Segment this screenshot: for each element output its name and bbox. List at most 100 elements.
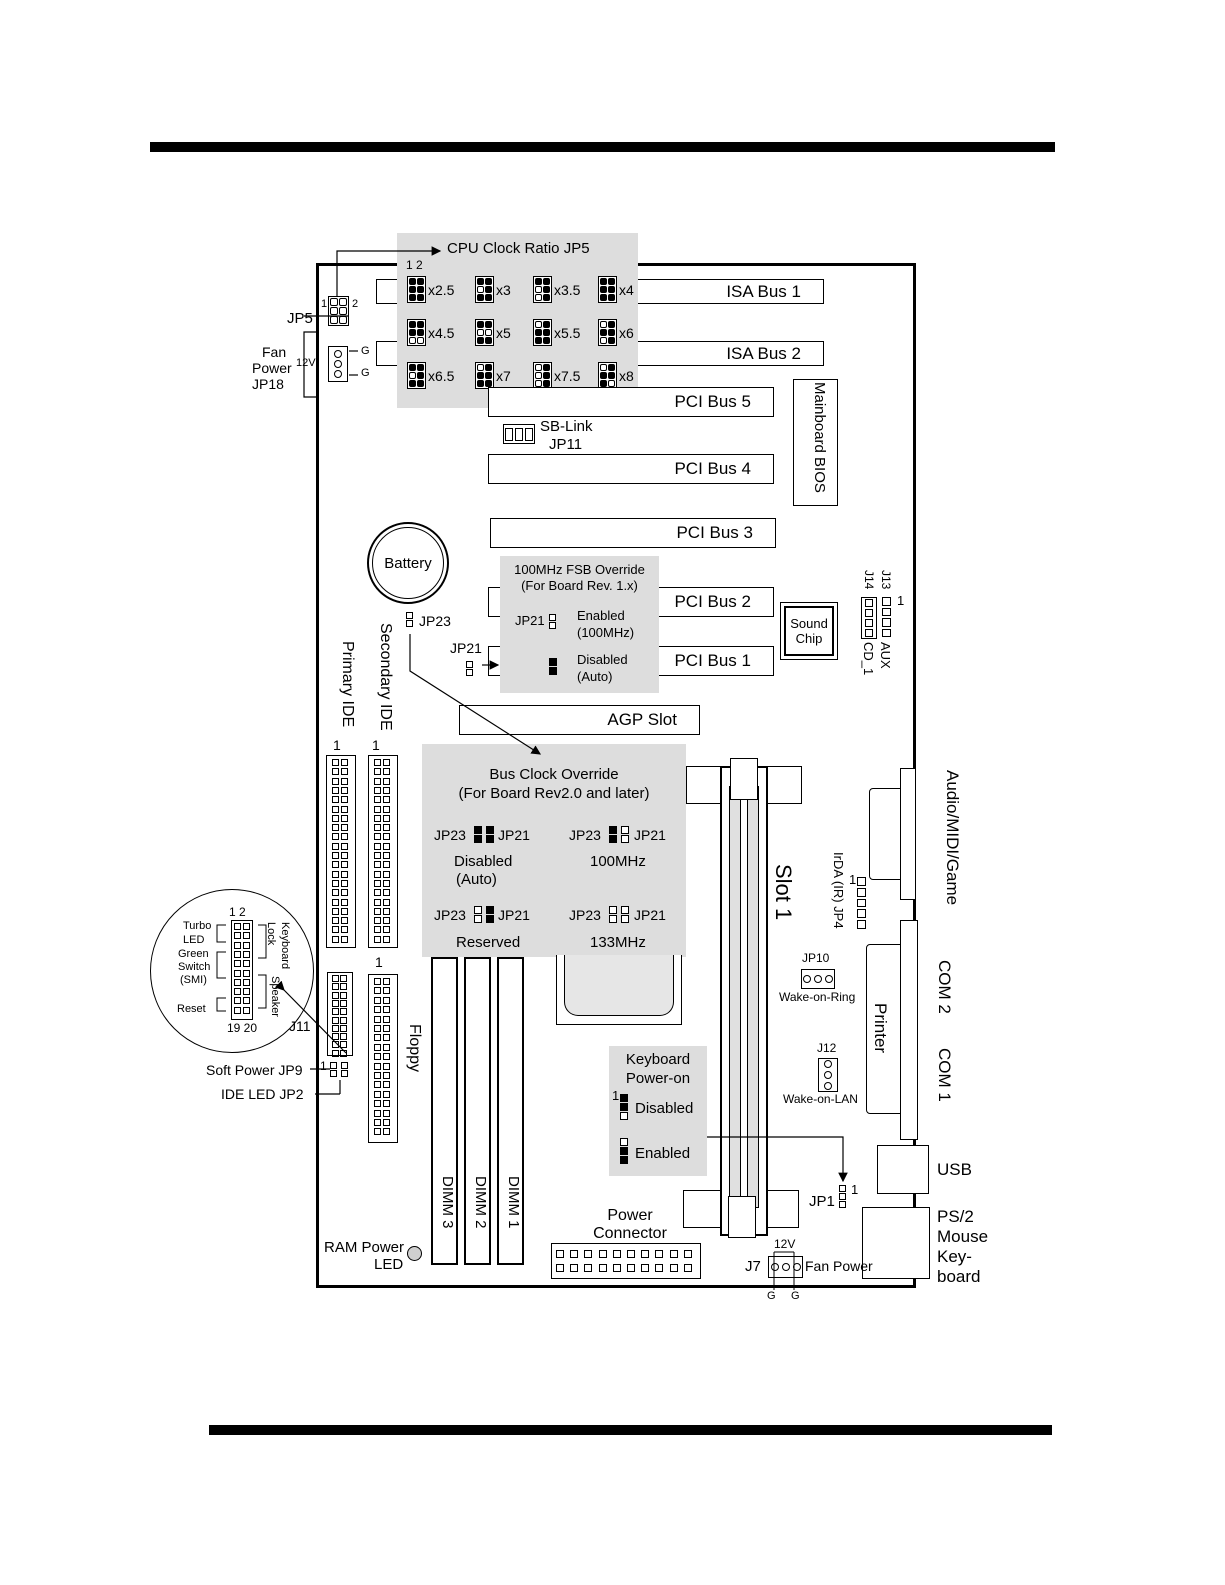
connector-pin [332, 983, 339, 991]
connector-pin [383, 861, 391, 869]
dimm-1 [497, 957, 524, 1265]
soft-power-label: Soft Power JP9 [206, 1062, 303, 1078]
connector-pin [234, 932, 241, 940]
connector-pin [374, 1025, 381, 1032]
fsb-disabled-label: Disabled [577, 652, 628, 667]
connector-pin [612, 1250, 621, 1258]
j7-fan-power-label: Fan Power [805, 1258, 873, 1274]
connector-pin [234, 1006, 241, 1014]
game-port-shell [900, 768, 916, 900]
jp5-pin1-label: 1 [321, 298, 328, 310]
connector-pin [332, 786, 339, 794]
cpu-socket-inner [564, 955, 674, 1016]
board-label: board [937, 1267, 981, 1286]
slot1-inner-rail [740, 786, 748, 1208]
connector-pin [383, 907, 391, 915]
pci-bus-5-label: PCI Bus 5 [674, 392, 751, 411]
connector-pin [332, 814, 339, 822]
connector-pin [383, 1081, 391, 1089]
connector-pin [341, 889, 349, 897]
jp1-pin1: 1 [851, 1182, 859, 1197]
connector-pin [341, 786, 349, 794]
connector-pin [683, 1250, 692, 1258]
connector-pin [340, 1024, 348, 1032]
fsb-override-title: 100MHz FSB Override [514, 562, 645, 577]
pci-bus-3-slot: PCI Bus 3 [490, 518, 776, 548]
bus-clock-opt4-label: 133MHz [590, 934, 646, 951]
connector-pin [374, 824, 381, 832]
usb-connector [877, 1145, 929, 1194]
connector-pin [374, 1043, 381, 1051]
connector-pin [234, 997, 241, 1005]
sb-link-jp11-label: JP11 [549, 436, 583, 453]
connector-pin [374, 1128, 381, 1136]
fsb-jp21-label: JP21 [515, 613, 545, 628]
connector-pin [374, 889, 381, 897]
jp1-label: JP1 [809, 1193, 835, 1210]
connector-pin [340, 1049, 348, 1057]
connector-pin [374, 996, 381, 1004]
j7-g2-label: G [791, 1290, 800, 1302]
floppy-label: Floppy [406, 1024, 423, 1073]
connector-pin [383, 1006, 391, 1014]
bus-clock-opt4-jp21: JP21 [634, 907, 666, 923]
connector-pin [332, 852, 339, 859]
bus-clock-opt3-jp23-jumper [474, 906, 482, 923]
connector-pin [383, 917, 391, 925]
connector-pin [374, 978, 381, 985]
kb-power-enabled-label: Enabled [635, 1145, 691, 1162]
cpu-ratio-jumper [475, 319, 494, 346]
usb-label: USB [937, 1160, 972, 1179]
fsb-enabled-label: Enabled [577, 608, 625, 623]
connector-pin [383, 777, 391, 785]
irda-header [857, 877, 866, 929]
connector-pin [341, 824, 349, 832]
connector-pin [234, 978, 241, 986]
connector-pin [383, 768, 391, 776]
pci-bus-2-label: PCI Bus 2 [674, 592, 751, 611]
floppy-connector [368, 974, 398, 1143]
connector-pin [243, 997, 251, 1005]
cpu-ratio-jumper [475, 362, 494, 389]
connector-pin [374, 1072, 381, 1079]
connector-pin [332, 1024, 339, 1032]
slot1-top-latch [730, 758, 758, 800]
cpu-ratio-label: x4 [619, 282, 634, 298]
aux-label: AUX [878, 642, 893, 669]
ram-led-line1: RAM Power [324, 1239, 405, 1256]
dimm-1-label: DIMM 1 [505, 1176, 522, 1229]
sb-link-jumper [503, 424, 535, 444]
connector-pin [332, 1033, 339, 1041]
connector-pin [374, 935, 381, 943]
connector-pin [332, 926, 339, 934]
floppy-pin1: 1 [375, 954, 383, 970]
bus-clock-opt2-jp23: JP23 [569, 827, 601, 843]
connector-pin [243, 932, 251, 940]
connector-pin [332, 759, 339, 766]
connector-pin [584, 1250, 593, 1258]
fp-smi-label: (SMI) [180, 974, 207, 986]
connector-pin [341, 814, 349, 822]
jp5-pin2-label: 2 [352, 298, 359, 310]
bus-clock-opt2-jp21: JP21 [634, 827, 666, 843]
cpu-ratio-label: x5 [496, 325, 511, 341]
connector-pin [234, 950, 241, 958]
fp-turbo-label: Turbo [183, 920, 212, 932]
connector-pin [383, 1119, 391, 1126]
jp5-header [328, 296, 349, 326]
slot1-label: Slot 1 [771, 864, 796, 921]
connector-pin [332, 870, 339, 878]
cpu-ratio-title: CPU Clock Ratio JP5 [447, 240, 590, 257]
j13-label: J13 [879, 570, 893, 590]
fp-lock-label: Lock [265, 922, 277, 946]
fan-12v-label: 12V [296, 357, 316, 369]
cpu-ratio-jumper [407, 319, 426, 346]
slot1-bottom-latch [728, 1196, 756, 1238]
kb-power-enabled-jumper [620, 1138, 628, 1164]
connector-pin [243, 978, 251, 986]
fp-speaker-label: Speaker [269, 976, 281, 1017]
battery-label: Battery [384, 554, 432, 572]
connector-pin [383, 1062, 391, 1070]
connector-pin [383, 987, 391, 995]
j11-label: J11 [289, 1018, 311, 1034]
